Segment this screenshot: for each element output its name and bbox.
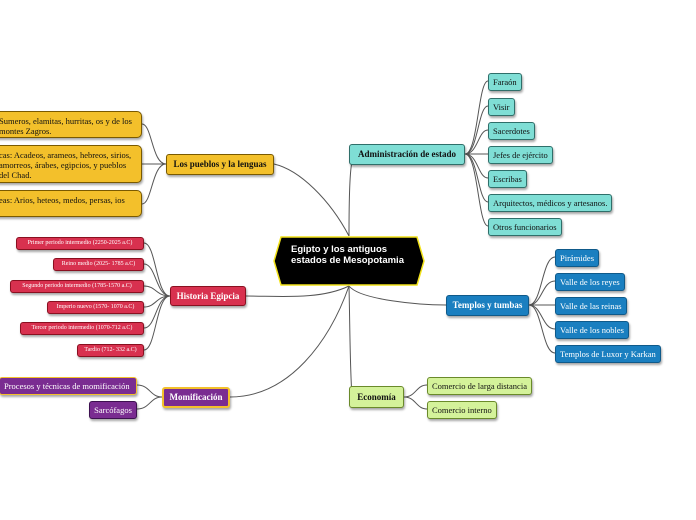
templos-item-nobles[interactable]: Valle de los nobles xyxy=(555,321,629,339)
momificacion-item-sarcofagos[interactable]: Sarcófagos xyxy=(89,401,137,419)
branch-administracion[interactable]: Administración de estado xyxy=(349,144,465,165)
historia-item-imperio[interactable]: Imperio nuevo (1570- 1070 a.C) xyxy=(47,301,144,314)
central-topic-label: Egipto y los antiguos estados de Mesopot… xyxy=(291,244,404,266)
admin-item-faraon[interactable]: Faraón xyxy=(488,73,522,91)
pueblos-item-semiticas[interactable]: cas: Acadeos, arameos, hebreos, sirios, … xyxy=(0,145,142,183)
economia-item-larga[interactable]: Comercio de larga distancia xyxy=(427,377,532,395)
economia-item-interno[interactable]: Comercio interno xyxy=(427,401,497,419)
templos-item-reyes[interactable]: Valle de los reyes xyxy=(555,273,625,291)
admin-item-escribas[interactable]: Escribas xyxy=(488,170,527,188)
branch-momificacion[interactable]: Momificación xyxy=(162,387,230,408)
admin-item-visir[interactable]: Visir xyxy=(488,98,515,116)
central-topic-shape xyxy=(273,236,425,286)
historia-item-tercer[interactable]: Tercer periodo intermedio (1070-712 a.C) xyxy=(20,322,144,335)
historia-item-segundo[interactable]: Segundo periodo intermedio (1785-1570 a.… xyxy=(10,280,144,293)
templos-item-piramides[interactable]: Pirámides xyxy=(555,249,599,267)
admin-item-jefes[interactable]: Jefes de ejército xyxy=(488,146,553,164)
historia-item-primer[interactable]: Primer periodo intermedio (2250-2025 a.C… xyxy=(16,237,144,250)
admin-item-otros[interactable]: Otros funcionarios xyxy=(488,218,562,236)
branch-templos[interactable]: Templos y tumbas xyxy=(446,295,529,316)
central-topic[interactable]: Egipto y los antiguos estados de Mesopot… xyxy=(273,236,425,286)
branch-economia[interactable]: Economía xyxy=(349,386,404,408)
admin-item-sacerdotes[interactable]: Sacerdotes xyxy=(488,122,535,140)
historia-item-tardio[interactable]: Tardio (712- 332 a.C) xyxy=(77,344,144,357)
admin-item-arquitectos[interactable]: Arquitectos, médicos y artesanos. xyxy=(488,194,613,212)
pueblos-item-sumeros[interactable]: Sumeros, elamitas, hurritas, os y de los… xyxy=(0,111,142,138)
branch-historia[interactable]: Historia Egipcia xyxy=(170,286,246,306)
templos-item-reinas[interactable]: Valle de las reinas xyxy=(555,297,627,315)
branch-pueblos[interactable]: Los pueblos y la lenguas xyxy=(166,154,274,175)
historia-item-reino-medio[interactable]: Reino medio (2025- 1785 a.C) xyxy=(53,258,144,271)
pueblos-item-indoeuropeas[interactable]: eas: Arios, heteos, medos, persas, ios xyxy=(0,190,142,217)
templos-item-luxor[interactable]: Templos de Luxor y Karkan xyxy=(555,345,661,363)
momificacion-item-procesos[interactable]: Procesos y técnicas de momificación xyxy=(0,377,137,395)
